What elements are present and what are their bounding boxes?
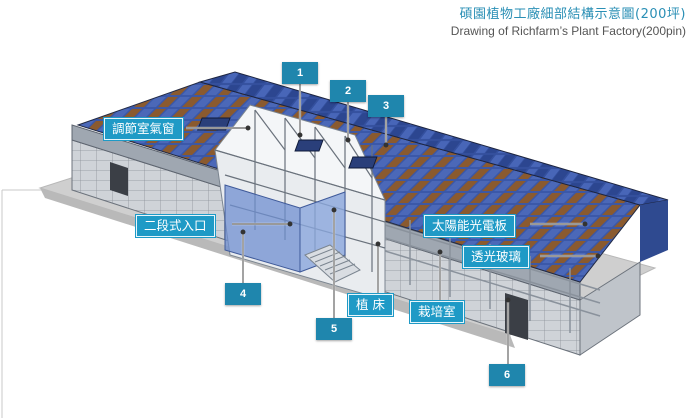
leader-lines xyxy=(186,82,601,365)
callout-badge-6: 6 xyxy=(489,364,525,386)
label-two-stage-entrance: 二段式入口 xyxy=(136,215,215,237)
callout-badge-5: 5 xyxy=(316,318,352,340)
label-plant-bed: 植 床 xyxy=(348,294,393,316)
diagram-title-en: Drawing of Richfarm’s Plant Factory(200p… xyxy=(450,24,686,38)
callout-badge-4: 4 xyxy=(225,283,261,305)
label-cultivation-room: 栽培室 xyxy=(410,301,464,323)
side-door xyxy=(110,162,128,196)
label-solar-panel: 太陽能光電板 xyxy=(424,215,516,237)
callout-badge-1: 1 xyxy=(282,62,318,84)
roof-end xyxy=(640,200,668,262)
label-ventilation-window: 調節室氣窗 xyxy=(104,118,183,140)
stairs xyxy=(304,244,361,283)
callout-badge-2: 2 xyxy=(330,80,366,102)
callout-badge-3: 3 xyxy=(368,95,404,117)
label-transparent-glass: 透光玻璃 xyxy=(463,246,530,268)
diagram-title-cn: 碩園植物工廠細部結構示意圖(200坪) xyxy=(459,7,686,22)
end-wall xyxy=(579,261,641,356)
rear-door xyxy=(505,293,528,340)
